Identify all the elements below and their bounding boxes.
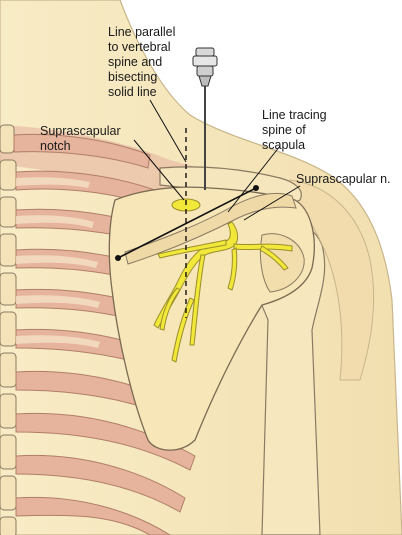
- suprascapular-nerve: [153, 221, 293, 363]
- vertebral-column: [0, 124, 17, 535]
- leader-lines: [133, 99, 301, 221]
- spine-tracing-line: [117, 187, 257, 259]
- rib-highlights: [16, 177, 100, 348]
- label-suprascapular-nerve: Suprascapular n.: [296, 172, 391, 186]
- label-suprascapular-notch: Suprascapular notch: [40, 124, 121, 153]
- label-parallel-line: Line parallel to vertebral spine and bis…: [108, 25, 176, 99]
- spine-line-endpoint-medial: [115, 255, 121, 261]
- label-line-tracing-spine: Line tracing spine of scapula: [262, 108, 327, 152]
- spine-line-endpoint-lateral: [253, 185, 259, 191]
- deltoid-muscle: [289, 179, 375, 381]
- scapular-spine-ridge: [124, 192, 297, 265]
- needle-syringe: [192, 47, 218, 190]
